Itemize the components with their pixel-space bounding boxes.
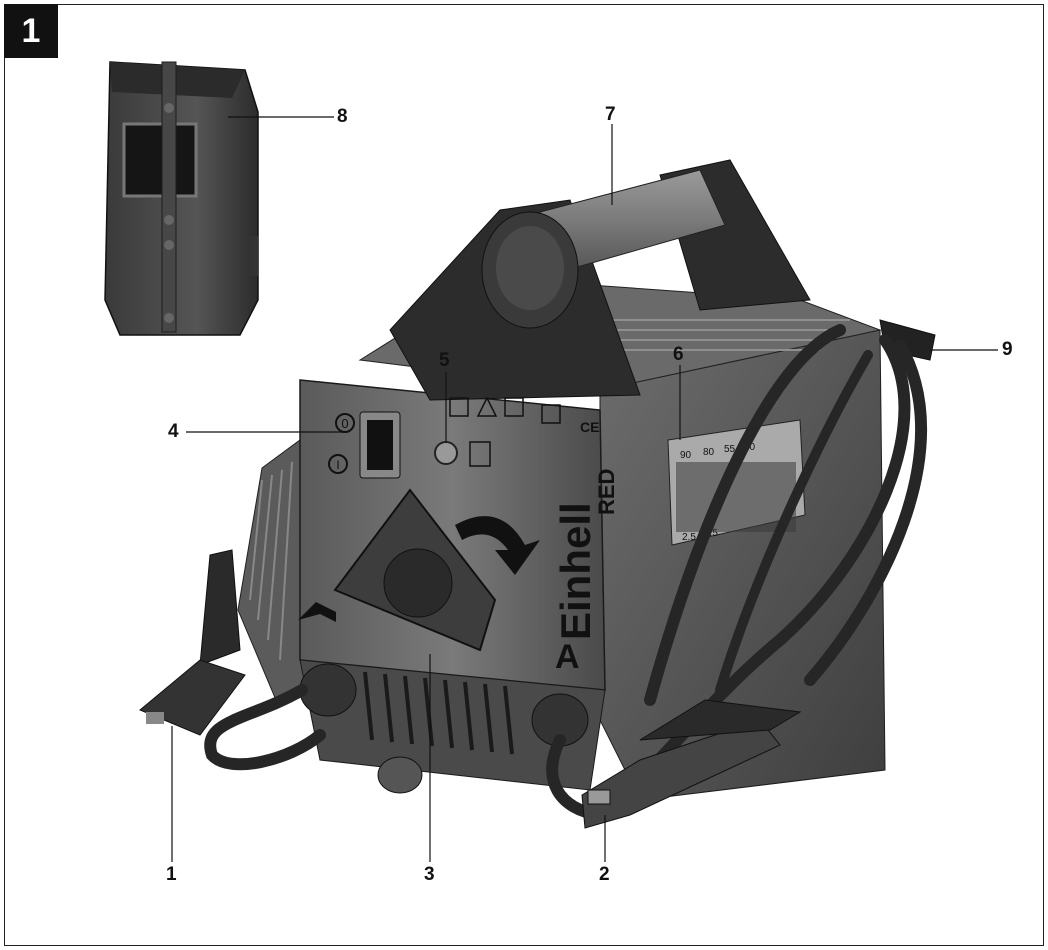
electrode-holder [581,699,802,829]
scale-top-2: 55 [724,444,736,455]
callout-9: 9 [1002,339,1013,360]
earth-clamp [139,549,246,736]
callout-8: 8 [337,106,348,127]
scale-bottom-0: 2.5 [682,532,696,543]
callout-6: 6 [673,344,684,365]
brand-sub-logo: RED [594,469,619,515]
brand-logo: Einhell [552,502,599,640]
switch-on-symbol: I [336,458,339,472]
callout-2: 2 [599,864,610,885]
svg-text:A: A [555,638,580,676]
callout-1: 1 [166,864,177,885]
leader-lines [171,116,998,862]
ce-mark: CE [580,419,599,435]
callout-3: 3 [424,864,435,885]
switch-off-symbol: 0 [341,416,348,431]
welding-shield [104,61,259,336]
scale-top-1: 80 [703,447,715,458]
callout-4: 4 [168,421,179,442]
welder-machine: 0 I CE Einhell RED A 90 80 55 [139,159,936,829]
scale-top-0: 90 [680,450,692,461]
callout-7: 7 [605,104,616,125]
callout-5: 5 [439,350,450,371]
figure-number-badge: 1 [4,4,58,58]
